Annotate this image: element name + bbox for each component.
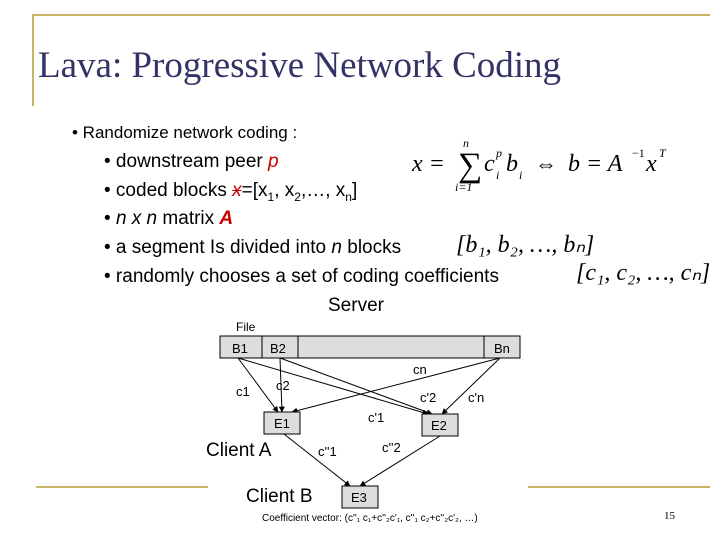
coef-c-prime-1: c'1 xyxy=(368,410,384,425)
arrow-e1-e3 xyxy=(283,433,351,487)
node-e3 xyxy=(341,485,379,509)
footer-rule-right xyxy=(528,486,710,488)
coef-c2: c2 xyxy=(276,378,290,393)
bullet-matrix: • n x n matrix A xyxy=(104,208,234,229)
var-A: A xyxy=(219,208,234,229)
coefficient-vector: [c₁, c₂, …, cₙ] xyxy=(576,260,711,286)
frame-horizontal-rule xyxy=(32,14,710,16)
client-a-label: Client A xyxy=(206,440,272,461)
coef-cn: cn xyxy=(413,362,427,377)
coef-c-prime-2: c'2 xyxy=(420,390,436,405)
bullet-downstream-peer: • downstream peer p xyxy=(104,151,279,172)
block-b1: B1 xyxy=(232,341,248,356)
var-p: p xyxy=(268,151,279,172)
coef-c1: c1 xyxy=(236,384,250,399)
bullet-coded-blocks: • coded blocks x=[x1, x2,…, xn] xyxy=(104,180,358,204)
coef-c-dprime-1: c''1 xyxy=(318,444,337,459)
arrow-b1-e2 xyxy=(237,357,429,416)
network-coding-diagram: Server File B1 B2 Bn c1 c2 cn c'2 c'n E1… xyxy=(206,295,521,524)
node-e1-label: E1 xyxy=(274,416,290,431)
arrow-bn-e1 xyxy=(291,357,501,414)
block-bn: Bn xyxy=(494,341,510,356)
blocks-vector: [b₁, b₂, …, bₙ] xyxy=(456,232,595,258)
arrow-b1-e1 xyxy=(237,357,279,413)
node-e1 xyxy=(263,411,301,435)
bullet-randomize: • Randomize network coding : xyxy=(72,123,298,142)
sum-symbol: ∑ xyxy=(458,147,483,184)
file-row xyxy=(219,335,521,359)
node-e3-label: E3 xyxy=(351,490,367,505)
client-b-label: Client B xyxy=(246,486,313,507)
footer-rule-left xyxy=(36,486,208,488)
server-label: Server xyxy=(328,295,385,316)
arrow-bn-e2 xyxy=(441,357,501,415)
coef-c-dprime-2: c''2 xyxy=(382,440,401,455)
page-number: 15 xyxy=(664,510,675,522)
coef-c-prime-n: c'n xyxy=(468,390,484,405)
arrow-b2-e2 xyxy=(279,357,433,415)
arrow-b2-e1 xyxy=(278,357,285,413)
var-x: x xyxy=(232,180,242,201)
sum-formula: x = ∑ n i=1 c p i b i ⇔ b = A −1 x T xyxy=(412,136,666,194)
bullet-coefficients: • randomly chooses a set of coding coeff… xyxy=(104,266,499,287)
equiv-symbol: ⇔ xyxy=(535,151,557,176)
coefficient-vector-caption: Coefficient vector: (c''₁ c₁+c''₂c'₁, c'… xyxy=(262,513,478,524)
slide-title: Lava: Progressive Network Coding xyxy=(38,45,562,86)
block-b2: B2 xyxy=(270,341,286,356)
bullet-segment: • a segment Is divided into n blocks xyxy=(104,237,402,258)
arrow-e2-e3 xyxy=(359,435,441,487)
node-e2-label: E2 xyxy=(431,418,447,433)
file-label: File xyxy=(236,320,256,334)
frame-vertical-rule xyxy=(32,14,34,106)
